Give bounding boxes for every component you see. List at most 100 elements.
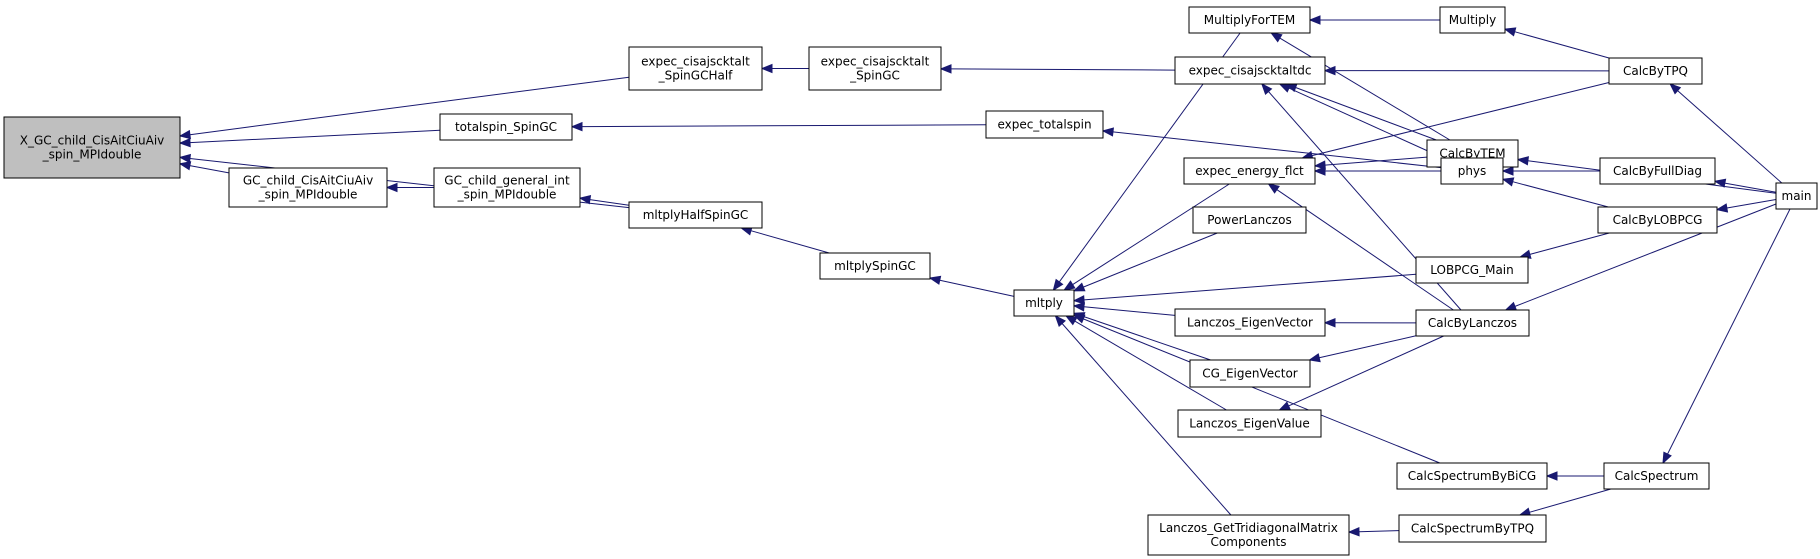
node-mltplyhalfspingc[interactable]: mltplyHalfSpinGC	[628, 201, 763, 229]
node-x-gc-child-cisaitciuaiv-spin-mpidouble[interactable]: X_GC_child_CisAitCiuAiv_spin_MPIdouble	[3, 116, 181, 179]
node-label: PowerLanczos	[1207, 213, 1291, 227]
node-box[interactable]	[1183, 157, 1316, 185]
edge-arrowhead	[178, 153, 191, 164]
node-box[interactable]	[1013, 289, 1075, 317]
edge-arrowhead	[1052, 278, 1064, 292]
edge-arrowhead	[1270, 32, 1283, 43]
node-box[interactable]	[1608, 57, 1703, 85]
edge-line	[1324, 156, 1428, 166]
node-expec-energy-flct[interactable]: expec_energy_flct	[1183, 157, 1316, 185]
node-box[interactable]	[1415, 256, 1529, 284]
edge-calcspectrum-to-calcspectrumbybicg	[1545, 471, 1604, 481]
edge-line	[1112, 131, 1442, 169]
node-box[interactable]	[1192, 206, 1307, 234]
node-box[interactable]	[1599, 157, 1716, 185]
node-main[interactable]: main	[1775, 182, 1818, 210]
node-expec-cisajscktalt-spingchalf[interactable]: expec_cisajscktalt_SpinGCHalf	[628, 46, 763, 91]
node-lanczos-eigenvector[interactable]: Lanczos_EigenVector	[1174, 308, 1326, 337]
node-calcspectrum[interactable]: CalcSpectrum	[1603, 462, 1710, 490]
edge-calcbytpq-to-expec-cisajscktaltdc	[1323, 65, 1610, 76]
node-calcbytpq[interactable]: CalcByTPQ	[1608, 57, 1703, 85]
edge-arrowhead	[1278, 83, 1292, 93]
node-box[interactable]	[1597, 206, 1718, 234]
node-calcbylobpcg[interactable]: CalcByLOBPCG	[1597, 206, 1718, 234]
node-powerlanczos[interactable]: PowerLanczos	[1192, 206, 1307, 234]
node-phys[interactable]: phys	[1440, 157, 1504, 185]
node-label: Multiply	[1449, 13, 1496, 27]
node-mltplyspingc[interactable]: mltplySpinGC	[819, 252, 931, 280]
node-expec-cisajscktalt-spingc[interactable]: expec_cisajscktalt_SpinGC	[808, 46, 942, 91]
edge-line	[581, 124, 987, 128]
node-totalspin-spingc[interactable]: totalspin_SpinGC	[439, 113, 573, 141]
node-label: GC_child_CisAitCiuAiv	[243, 174, 373, 188]
node-box[interactable]	[433, 167, 581, 208]
node-label: expec_cisajscktalt	[641, 55, 750, 69]
node-box[interactable]	[1177, 409, 1322, 438]
node-box[interactable]	[808, 46, 942, 91]
node-box[interactable]	[1775, 182, 1818, 210]
node-multiplyfortem[interactable]: MultiplyForTEM	[1188, 6, 1311, 34]
edge-calcbylobpcg-to-lobpcg-main	[1518, 232, 1610, 259]
edge-arrowhead	[178, 161, 192, 171]
node-box[interactable]	[1440, 157, 1504, 185]
node-label: MultiplyForTEM	[1204, 13, 1295, 27]
node-box[interactable]	[628, 201, 763, 229]
node-expec-cisajscktaltdc[interactable]: expec_cisajscktaltdc	[1174, 56, 1326, 85]
node-label: CalcByFullDiag	[1613, 164, 1702, 178]
node-calcbylanczos[interactable]: CalcByLanczos	[1415, 309, 1530, 337]
edge-line	[1074, 320, 1227, 411]
edge-line	[1083, 273, 1417, 301]
node-box[interactable]	[3, 116, 181, 179]
edge-calcbylanczos-to-lanczos-eigenvector	[1323, 317, 1417, 328]
node-label: Lanczos_EigenVector	[1187, 316, 1313, 330]
edge-mltplyspingc-to-mltplyhalfspingc	[740, 226, 830, 254]
edge-arrowhead	[1267, 183, 1280, 194]
edge-arrowhead	[1072, 314, 1086, 324]
node-box[interactable]	[1188, 6, 1311, 34]
node-box[interactable]	[1174, 308, 1326, 337]
node-expec-totalspin[interactable]: expec_totalspin	[985, 110, 1104, 139]
node-multiply[interactable]: Multiply	[1439, 6, 1506, 34]
node-box[interactable]	[439, 113, 573, 141]
node-box[interactable]	[1415, 309, 1530, 337]
node-label: CalcByTEM	[1439, 147, 1505, 161]
node-mltply[interactable]: mltply	[1013, 289, 1075, 317]
edge-calcbylobpcg-to-phys	[1501, 177, 1609, 208]
edge-arrowhead	[1072, 282, 1086, 292]
node-cg-eigenvector[interactable]: CG_EigenVector	[1189, 359, 1311, 388]
edge-arrowhead	[1072, 295, 1085, 305]
node-lobpcg-main[interactable]: LOBPCG_Main	[1415, 256, 1529, 284]
node-label: GC_child_general_int	[444, 174, 570, 188]
edge-calcbytem-to-expec-cisajscktaltdc	[1284, 83, 1437, 141]
node-box[interactable]	[1396, 462, 1548, 490]
node-box[interactable]	[819, 252, 931, 280]
node-gc-child-general-int-spin-mpidouble[interactable]: GC_child_general_int_spin_MPIdouble	[433, 167, 581, 208]
node-calcspectrumbytpq[interactable]: CalcSpectrumByTPQ	[1398, 514, 1547, 543]
node-box[interactable]	[1174, 56, 1326, 85]
edge-line	[1667, 208, 1791, 455]
edge-totalspin-spingc-to-x-gc-child-cisaitciuaiv-spin-mpidouble	[178, 129, 441, 148]
node-box[interactable]	[1603, 462, 1710, 490]
node-calcbyfulldiag[interactable]: CalcByFullDiag	[1599, 157, 1716, 185]
node-calcspectrumbybicg[interactable]: CalcSpectrumByBiCG	[1396, 462, 1548, 490]
node-gc-child-cisaitciuaiv-spin-mpidouble[interactable]: GC_child_CisAitCiuAiv_spin_MPIdouble	[228, 167, 388, 208]
edges-layer	[178, 15, 1791, 537]
edge-line	[1083, 232, 1218, 288]
node-box[interactable]	[1398, 514, 1547, 543]
node-label: CalcByLanczos	[1428, 316, 1517, 330]
node-box[interactable]	[1147, 514, 1350, 556]
node-box[interactable]	[1439, 6, 1506, 34]
edge-phys-to-expec-energy-flct	[1313, 166, 1441, 176]
node-box[interactable]	[228, 167, 388, 208]
node-label: expec_cisajscktaltdc	[1189, 64, 1312, 78]
edge-main-to-calcbytpq	[1669, 83, 1783, 184]
edge-line	[1083, 316, 1211, 361]
node-box[interactable]	[985, 110, 1104, 139]
edge-expec-cisajscktaltdc-to-expec-cisajscktalt-spingc	[939, 64, 1176, 74]
edge-line	[1529, 232, 1610, 255]
node-lanczos-eigenvalue[interactable]: Lanczos_EigenValue	[1177, 409, 1322, 438]
node-box[interactable]	[628, 46, 763, 91]
node-box[interactable]	[1189, 359, 1311, 388]
